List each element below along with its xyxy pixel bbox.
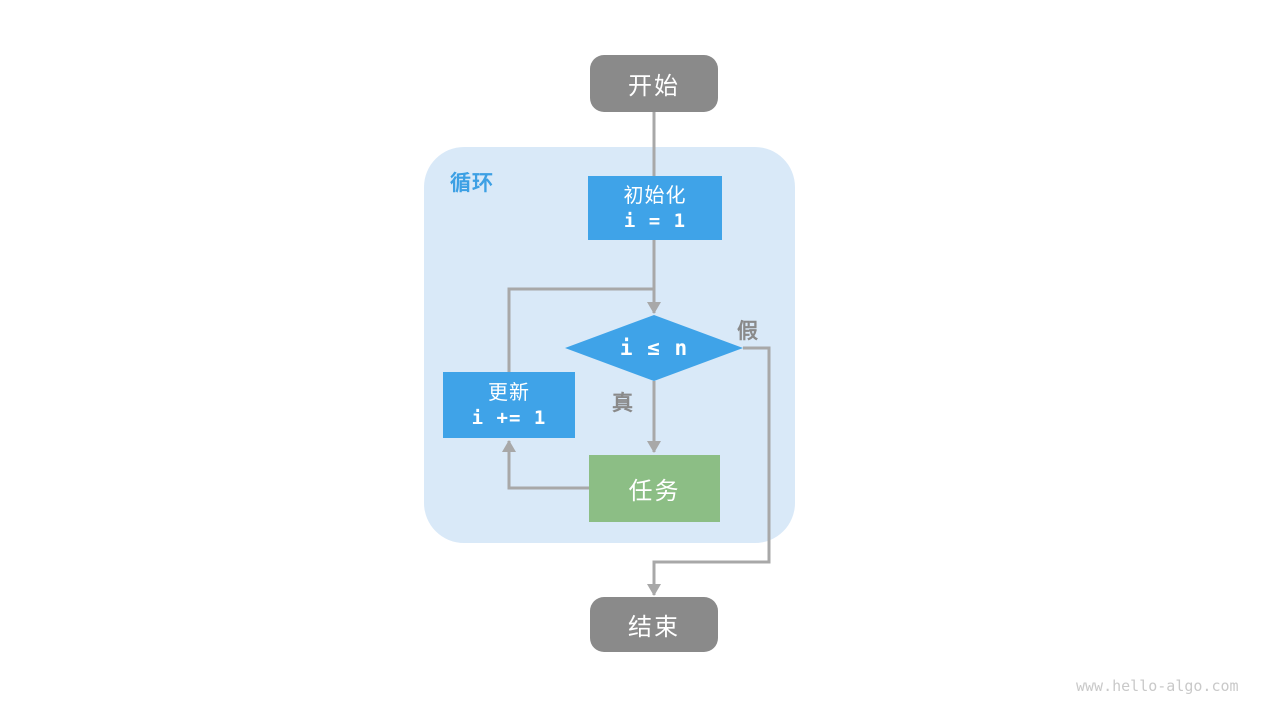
- node-start: 开始: [590, 55, 718, 112]
- node-init-code: i = 1: [623, 210, 687, 232]
- loop-container-label: 循环: [450, 171, 494, 195]
- branch-label-true: 真: [612, 391, 633, 415]
- node-end: 结束: [590, 597, 718, 652]
- node-update: 更新 i += 1: [443, 372, 575, 438]
- node-update-code: i += 1: [471, 407, 547, 429]
- branch-label-false: 假: [737, 319, 758, 343]
- node-init: 初始化 i = 1: [588, 176, 722, 240]
- node-init-title: 初始化: [623, 183, 687, 207]
- node-start-label: 开始: [628, 72, 680, 100]
- node-update-title: 更新: [488, 380, 530, 404]
- watermark-url: www.hello-algo.com: [1076, 677, 1239, 695]
- node-end-label: 结束: [628, 613, 680, 641]
- node-condition-code: i ≤ n: [619, 336, 689, 360]
- node-task: 任务: [589, 455, 720, 522]
- node-task-label: 任务: [628, 477, 681, 505]
